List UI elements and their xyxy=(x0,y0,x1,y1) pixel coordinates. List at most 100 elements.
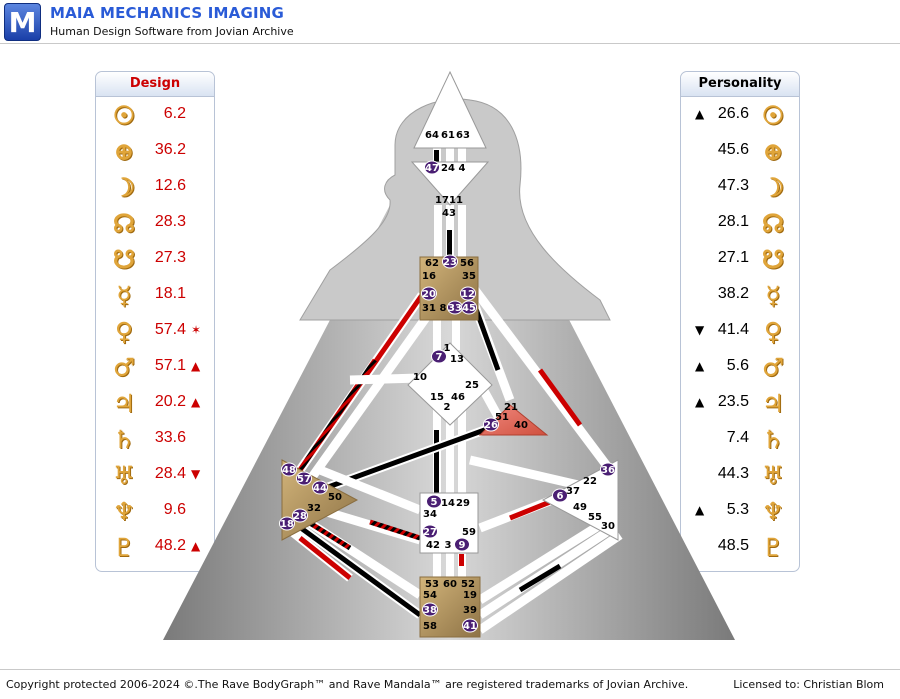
gate-44-label: 44 xyxy=(313,483,327,494)
active-gate-marker xyxy=(296,471,312,486)
design-gate-line-value: 9.6 xyxy=(163,501,186,518)
gate-8-label: 8 xyxy=(440,303,447,314)
design-panel: Design ☉6.2⊕36.2☽12.6☊28.3☋27.3☿18.1♀57.… xyxy=(95,71,215,572)
gate-16-label: 16 xyxy=(422,271,436,282)
gate-62-label: 62 xyxy=(425,258,439,269)
active-gate-marker xyxy=(292,508,308,523)
fixing-marker-icon: ▲ xyxy=(191,359,201,373)
uranus-icon: ♅ xyxy=(761,461,785,490)
gate-17-label: 17 xyxy=(435,195,449,206)
venus-icon: ♀ xyxy=(763,317,783,346)
gate-52-label: 52 xyxy=(461,579,475,590)
gate-18-label: 18 xyxy=(280,519,294,530)
active-gate-marker xyxy=(442,254,458,269)
moon-icon: ☽ xyxy=(112,173,136,202)
pluto-icon: ♇ xyxy=(112,533,136,562)
personality-gate-line-value: 27.1 xyxy=(717,249,749,266)
mercury-icon: ☿ xyxy=(765,281,781,310)
fixing-marker-icon: ▲ xyxy=(695,107,705,121)
gate-40-label: 40 xyxy=(514,420,528,431)
gate-7-label: 7 xyxy=(436,352,443,363)
personality-row-mars: ♂5.6▲ xyxy=(681,351,799,385)
gate-12-label: 12 xyxy=(461,289,475,300)
personality-row-uranus: ♅44.3 xyxy=(681,459,799,493)
personality-gate-line-value: 28.1 xyxy=(717,213,749,230)
pluto-icon: ♇ xyxy=(761,533,785,562)
personality-row-pluto: ♇48.5 xyxy=(681,531,799,565)
app-header: M MAIA MECHANICS IMAGING Human Design So… xyxy=(0,0,900,44)
gate-28-label: 28 xyxy=(293,511,307,522)
gate-11-label: 11 xyxy=(449,195,463,206)
g-center xyxy=(407,342,493,426)
personality-row-moon: ☽47.3 xyxy=(681,171,799,205)
channels xyxy=(287,148,623,634)
fixing-marker-icon: ▲ xyxy=(695,395,705,409)
earth-icon: ⊕ xyxy=(762,137,784,166)
sun-icon: ☉ xyxy=(761,101,785,130)
gate-25-label: 25 xyxy=(465,380,479,391)
mars-icon: ♂ xyxy=(112,353,136,382)
south-node-icon: ☋ xyxy=(761,245,785,274)
saturn-icon: ♄ xyxy=(112,425,136,454)
personality-gate-line-value: 45.6 xyxy=(717,141,749,158)
design-row-jupiter: ♃20.2▲ xyxy=(96,387,214,421)
personality-row-sun: ☉ 26.6 ▲ xyxy=(681,99,799,133)
design-row-mars: ♂57.1▲ xyxy=(96,351,214,385)
design-panel-title: Design xyxy=(96,72,214,97)
gate-43-label: 43 xyxy=(442,208,456,219)
jupiter-icon: ♃ xyxy=(761,389,785,418)
mars-icon: ♂ xyxy=(761,353,785,382)
saturn-icon: ♄ xyxy=(761,425,785,454)
gate-2-label: 2 xyxy=(444,402,451,413)
app-title: MAIA MECHANICS IMAGING xyxy=(50,4,285,22)
gate-4-label: 4 xyxy=(459,163,466,174)
personality-gate-line-value: 26.6 xyxy=(717,105,749,122)
north-node-icon: ☊ xyxy=(761,209,785,238)
active-gate-marker xyxy=(424,160,440,175)
gate-54-label: 54 xyxy=(423,590,437,601)
personality-gate-line-value: 5.3 xyxy=(726,501,749,518)
gate-37-label: 37 xyxy=(566,486,580,497)
copyright-text: Copyright protected 2006-2024 ©.The Rave… xyxy=(6,678,689,691)
solar-plexus-center xyxy=(541,459,619,541)
gate-38-label: 38 xyxy=(423,605,437,616)
design-gate-line-value: 28.4 xyxy=(154,465,186,482)
active-gate-marker xyxy=(312,480,328,495)
design-gate-line-value: 20.2 xyxy=(154,393,186,410)
gate-63-label: 63 xyxy=(456,130,470,141)
earth-icon: ⊕ xyxy=(113,137,135,166)
design-row-moon: ☽12.6 xyxy=(96,171,214,205)
active-gate-marker xyxy=(552,488,568,503)
app-logo: M xyxy=(4,3,41,41)
active-gate-marker xyxy=(462,618,478,633)
design-row-mercury: ☿18.1 xyxy=(96,279,214,313)
gate-21-label: 21 xyxy=(504,402,518,413)
active-gate-marker xyxy=(279,516,295,531)
venus-icon: ♀ xyxy=(114,317,134,346)
logo-letter: M xyxy=(8,5,37,39)
mercury-icon: ☿ xyxy=(116,281,132,310)
gate-55-label: 55 xyxy=(588,512,602,523)
gate-33-label: 33 xyxy=(448,303,462,314)
fixing-marker-icon: ▲ xyxy=(191,539,201,553)
gate-45-label: 45 xyxy=(462,303,476,314)
design-row-sun: ☉6.2 xyxy=(96,99,214,133)
personality-row-earth: ⊕ 45.6 xyxy=(681,135,799,169)
design-gate-line-value: 28.3 xyxy=(154,213,186,230)
south-node-icon: ☋ xyxy=(112,245,136,274)
head-center xyxy=(413,70,487,149)
active-gate-marker xyxy=(461,300,477,315)
fixing-marker-icon: ▼ xyxy=(191,467,201,481)
personality-row-south-node: ☋ 27.1 xyxy=(681,243,799,277)
gate-50-label: 50 xyxy=(328,492,342,503)
gate-48-label: 48 xyxy=(282,465,296,476)
app-footer: Copyright protected 2006-2024 ©.The Rave… xyxy=(0,669,900,699)
moon-icon: ☽ xyxy=(761,173,785,202)
design-gate-line-value: 36.2 xyxy=(154,141,186,158)
gate-10-label: 10 xyxy=(413,372,427,383)
design-gate-line-value: 57.4 xyxy=(154,321,186,338)
personality-row-jupiter: ♃23.5▲ xyxy=(681,387,799,421)
gate-30-label: 30 xyxy=(601,521,615,532)
personality-row-neptune: ♆5.3▲ xyxy=(681,495,799,529)
